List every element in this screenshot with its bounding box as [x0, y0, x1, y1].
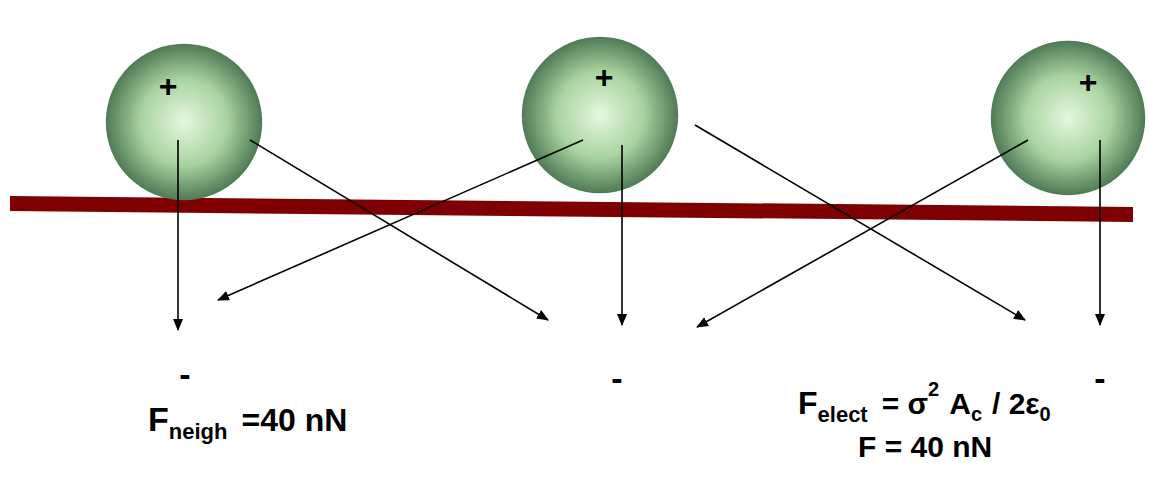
- formula-part: = σ: [882, 387, 928, 420]
- force-symbol: F: [798, 385, 818, 421]
- charged-sphere: +: [105, 43, 263, 201]
- formula-part: A: [949, 387, 971, 420]
- formula-part: / 2ε: [992, 387, 1040, 420]
- force-symbol: F: [148, 400, 169, 438]
- superscript: 2: [928, 378, 939, 400]
- charge-sign: +: [159, 70, 178, 102]
- subscript: 0: [1040, 403, 1051, 425]
- subscript: elect: [818, 402, 868, 427]
- sphere-shape: [105, 43, 263, 201]
- force-arrow: [218, 140, 583, 300]
- force-value: =40 nN: [241, 402, 347, 438]
- sphere-shape: [521, 36, 679, 194]
- charge-sign: -: [611, 361, 622, 395]
- charge-sign: -: [179, 357, 190, 391]
- charge-sign: +: [1079, 66, 1098, 98]
- charge-sign: -: [1094, 361, 1105, 395]
- formula: Fneigh =40 nN: [148, 400, 347, 445]
- formula: Felect = σ2Ac / 2ε0: [798, 378, 1051, 428]
- charged-sphere: +: [521, 36, 679, 194]
- force-value: F = 40 nN: [858, 430, 992, 463]
- charged-sphere: +: [990, 40, 1146, 196]
- formula: F = 40 nN: [858, 430, 992, 464]
- subscript: neigh: [169, 419, 228, 444]
- sphere-shape: [990, 40, 1146, 196]
- force-arrow: [250, 140, 548, 320]
- subscript: c: [971, 403, 982, 425]
- force-arrow: [697, 140, 1028, 327]
- force-arrow: [695, 125, 1025, 320]
- charge-sign: +: [595, 61, 614, 93]
